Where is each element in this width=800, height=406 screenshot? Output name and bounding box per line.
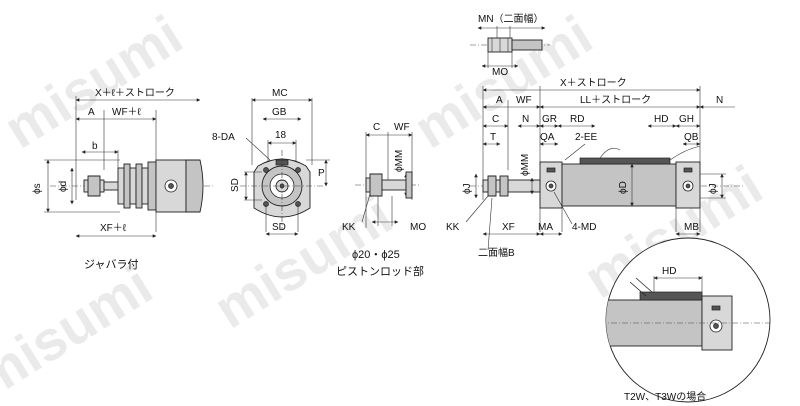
label-rd: RD (570, 114, 584, 125)
label-ma: MA (538, 222, 553, 233)
label-t: T (490, 132, 496, 143)
label-a-right: A (496, 95, 503, 106)
label-piston-size: ϕ20・ϕ25 (352, 249, 400, 261)
label-mn: MN（二面幅） (478, 12, 544, 25)
label-b: b (92, 141, 98, 152)
label-mo-mid: MO (410, 222, 426, 233)
label-gh: GH (679, 114, 694, 125)
label-8-da: 8-DA (212, 132, 235, 143)
label-nimenhaba-b: 二面幅B (478, 246, 515, 259)
label-p: P (318, 168, 325, 179)
t2w-t3w-detail: HD T2W、T3Wの場合 (605, 237, 771, 403)
label-phi-s: ϕs (32, 183, 43, 194)
label-sd-left: SD (230, 178, 241, 192)
label-sd-bottom: SD (272, 222, 286, 233)
svg-text:misumi: misumi (0, 253, 163, 406)
label-phi-d: ϕd (58, 181, 69, 192)
rod-end-nut-detail: MN（二面幅） MO (470, 12, 550, 78)
label-phi-mm-right: ϕMM (520, 154, 531, 176)
main-side-view: X＋ストローク A WF LL＋ストローク N C N GR RD HD GH … (446, 77, 745, 259)
label-piston-rod: ピストンロッド部 (336, 264, 424, 278)
label-t2w-caption: T2W、T3Wの場合 (624, 390, 706, 403)
label-hd: HD (654, 114, 668, 125)
label-c-mid: C (373, 122, 380, 133)
bellows-view: X＋ℓ＋ストローク A WF＋ℓ b ϕs ϕd XF＋ (32, 87, 215, 271)
label-qa: QA (540, 132, 555, 143)
label-gb: GB (272, 107, 287, 118)
label-wf-right: WF (516, 95, 532, 106)
label-gr: GR (542, 114, 557, 125)
label-2-ee: 2-EE (575, 132, 598, 143)
label-ll-stroke: LL＋ストローク (580, 94, 651, 106)
label-x-l-stroke: X＋ℓ＋ストローク (95, 87, 175, 99)
label-wf-mid: WF (394, 122, 410, 133)
label-phi-mm-mid: ϕMM (394, 150, 405, 172)
end-view: MC GB 18 8-DA SD P SD (212, 88, 330, 236)
svg-text:misumi: misumi (0, 3, 193, 160)
label-18: 18 (275, 130, 287, 141)
label-jabara: ジャバラ付 (84, 258, 138, 271)
label-xf: XF (502, 222, 515, 233)
label-kk-mid: KK (342, 222, 356, 233)
label-x-stroke: X＋ストローク (560, 77, 627, 89)
piston-rod-detail: C WF ϕMM KK MO ϕ20・ϕ25 ピストンロッド部 (336, 122, 426, 278)
label-qb: QB (684, 132, 699, 143)
label-a-left: A (88, 107, 95, 118)
label-mc: MC (272, 88, 288, 99)
label-n-mid: N (522, 114, 529, 125)
label-wf-l: WF＋ℓ (112, 107, 142, 118)
label-hd-detail: HD (662, 266, 676, 277)
label-kk-right: KK (446, 222, 460, 233)
label-mb: MB (684, 222, 699, 233)
label-phi-d-big: ϕD (618, 181, 629, 194)
label-phi-j-left: ϕJ (462, 183, 473, 194)
label-4-md: 4-MD (572, 222, 596, 233)
label-c-right: C (492, 114, 499, 125)
label-phi-j-right: ϕJ (708, 183, 719, 194)
label-mo-top: MO (492, 67, 508, 78)
label-n-right: N (716, 95, 723, 106)
label-xf-l: XF＋ℓ (100, 223, 127, 234)
